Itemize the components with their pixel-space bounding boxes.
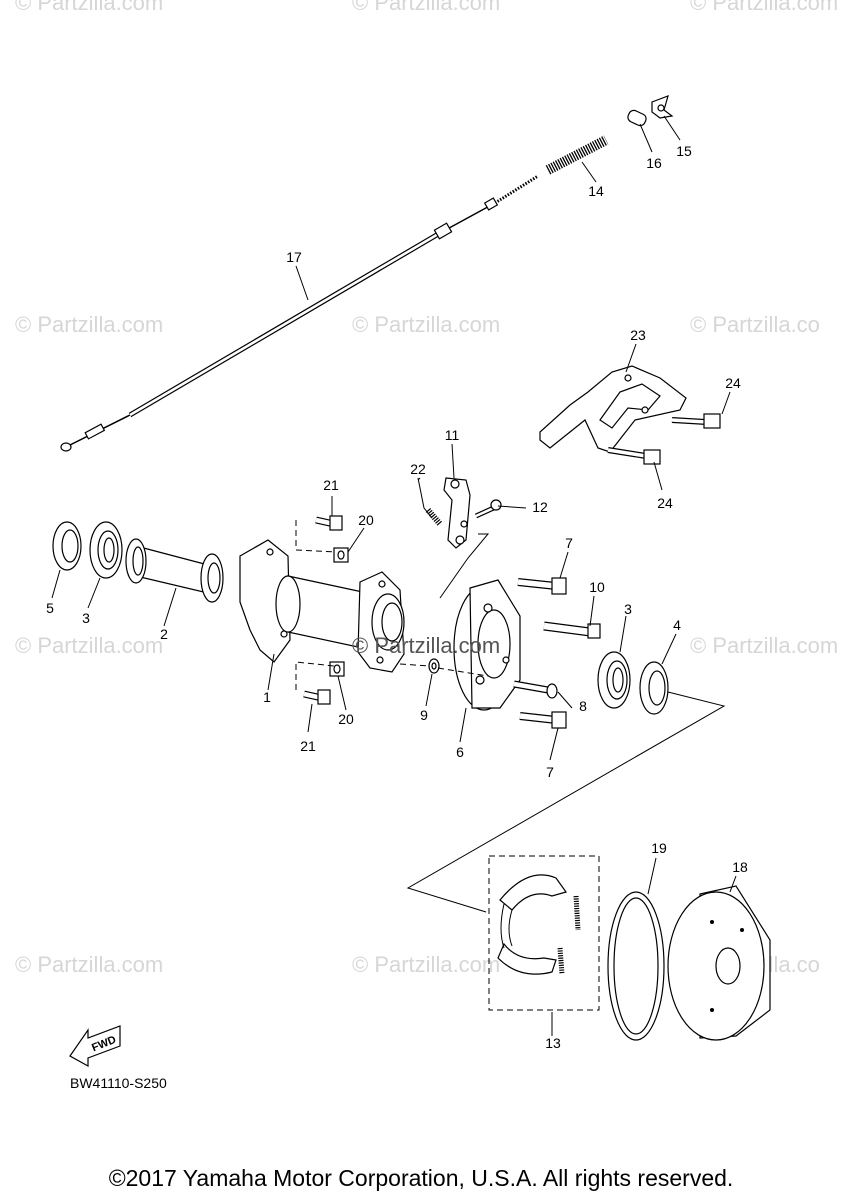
callout-2: 2 — [160, 626, 168, 642]
callout-11: 11 — [445, 427, 460, 443]
callout-22: 22 — [410, 461, 426, 477]
watermark: © Partzilla.com — [15, 312, 163, 337]
copyright-text: ©2017 Yamaha Motor Corporation, U.S.A. A… — [109, 1165, 734, 1191]
watermark: © Partzilla.com — [352, 952, 500, 977]
part-3-bearing-right — [597, 651, 631, 709]
part-13-brake-shoe-set — [488, 855, 600, 1011]
leader-lines — [51, 115, 737, 1036]
callout-20: 20 — [338, 711, 354, 727]
watermark: © Partzilla.com — [15, 633, 163, 658]
watermark: © Partzilla.co — [690, 312, 820, 337]
part-7-bolt-lower — [519, 711, 567, 729]
callout-12: 12 — [532, 499, 548, 515]
part-20-nut-upper — [333, 547, 349, 563]
callout-6: 6 — [456, 744, 464, 760]
watermark: © Partzilla.com — [690, 633, 838, 658]
part-8-pin — [513, 680, 558, 699]
callout-17: 17 — [286, 249, 302, 265]
callout-21: 21 — [300, 738, 316, 754]
part-23-bracket — [539, 365, 687, 453]
callout-3: 3 — [624, 601, 632, 617]
part-2-spacer — [125, 538, 224, 603]
callout-21: 21 — [323, 477, 339, 493]
callout-7: 7 — [565, 535, 573, 551]
callout-1: 1 — [263, 689, 271, 705]
watermark: © Partzilla.com — [352, 312, 500, 337]
part-20-nut-lower — [329, 661, 345, 677]
callout-5: 5 — [46, 600, 54, 616]
part-24-bolt-upper — [671, 413, 721, 429]
watermark: © Partzilla.com — [690, 0, 838, 15]
part-14-spring — [545, 135, 609, 175]
fwd-arrow-icon: FWD — [69, 1025, 121, 1068]
part-24-bolt-lower — [607, 447, 661, 465]
callout-8: 8 — [579, 698, 587, 714]
callout-9: 9 — [420, 707, 428, 723]
watermark: © Partzilla.com — [15, 0, 163, 15]
callout-16: 16 — [646, 155, 662, 171]
part-7-bolt-upper — [517, 577, 567, 595]
callout-15: 15 — [676, 143, 692, 159]
part-4-oil-seal — [639, 661, 669, 715]
part-15-adjusting-nut — [651, 95, 674, 119]
callout-20: 20 — [358, 512, 374, 528]
part-6-brake-plate — [453, 579, 521, 711]
watermarks: © Partzilla.com © Partzilla.com © Partzi… — [15, 0, 838, 977]
callout-numbers: 17 14 16 15 23 24 24 11 22 12 21 20 5 3 … — [46, 143, 748, 1051]
callout-19: 19 — [651, 840, 667, 856]
part-19-o-ring — [607, 891, 665, 1041]
callout-4: 4 — [673, 617, 681, 633]
part-12-bolt — [474, 499, 502, 519]
part-5-oil-seal — [52, 521, 82, 571]
part-17-brake-cable — [60, 174, 539, 452]
callout-24: 24 — [725, 375, 741, 391]
part-16-pin — [627, 109, 647, 127]
callout-7: 7 — [546, 764, 554, 780]
part-21-bolt-lower — [303, 689, 331, 705]
part-3-bearing-left — [89, 521, 123, 579]
callout-24: 24 — [657, 495, 673, 511]
callout-13: 13 — [545, 1035, 561, 1051]
part-18-brake-drum — [667, 885, 771, 1041]
watermark: © Partzilla.com — [352, 0, 500, 15]
part-1-axle-housing — [239, 539, 405, 673]
callout-14: 14 — [588, 183, 604, 199]
diagram-code: BW41110-S250 — [70, 1075, 167, 1091]
callout-18: 18 — [732, 859, 748, 875]
callout-10: 10 — [589, 579, 605, 595]
watermark-center: © Partzilla.com — [352, 633, 500, 658]
part-22-spring — [417, 477, 443, 526]
callout-3: 3 — [82, 610, 90, 626]
part-9-washer — [428, 658, 440, 674]
watermark: © Partzilla.com — [15, 952, 163, 977]
part-10-camshaft — [543, 621, 601, 639]
part-11-cam-lever — [443, 477, 471, 549]
callout-23: 23 — [630, 327, 646, 343]
part-21-bolt-upper — [315, 515, 343, 531]
